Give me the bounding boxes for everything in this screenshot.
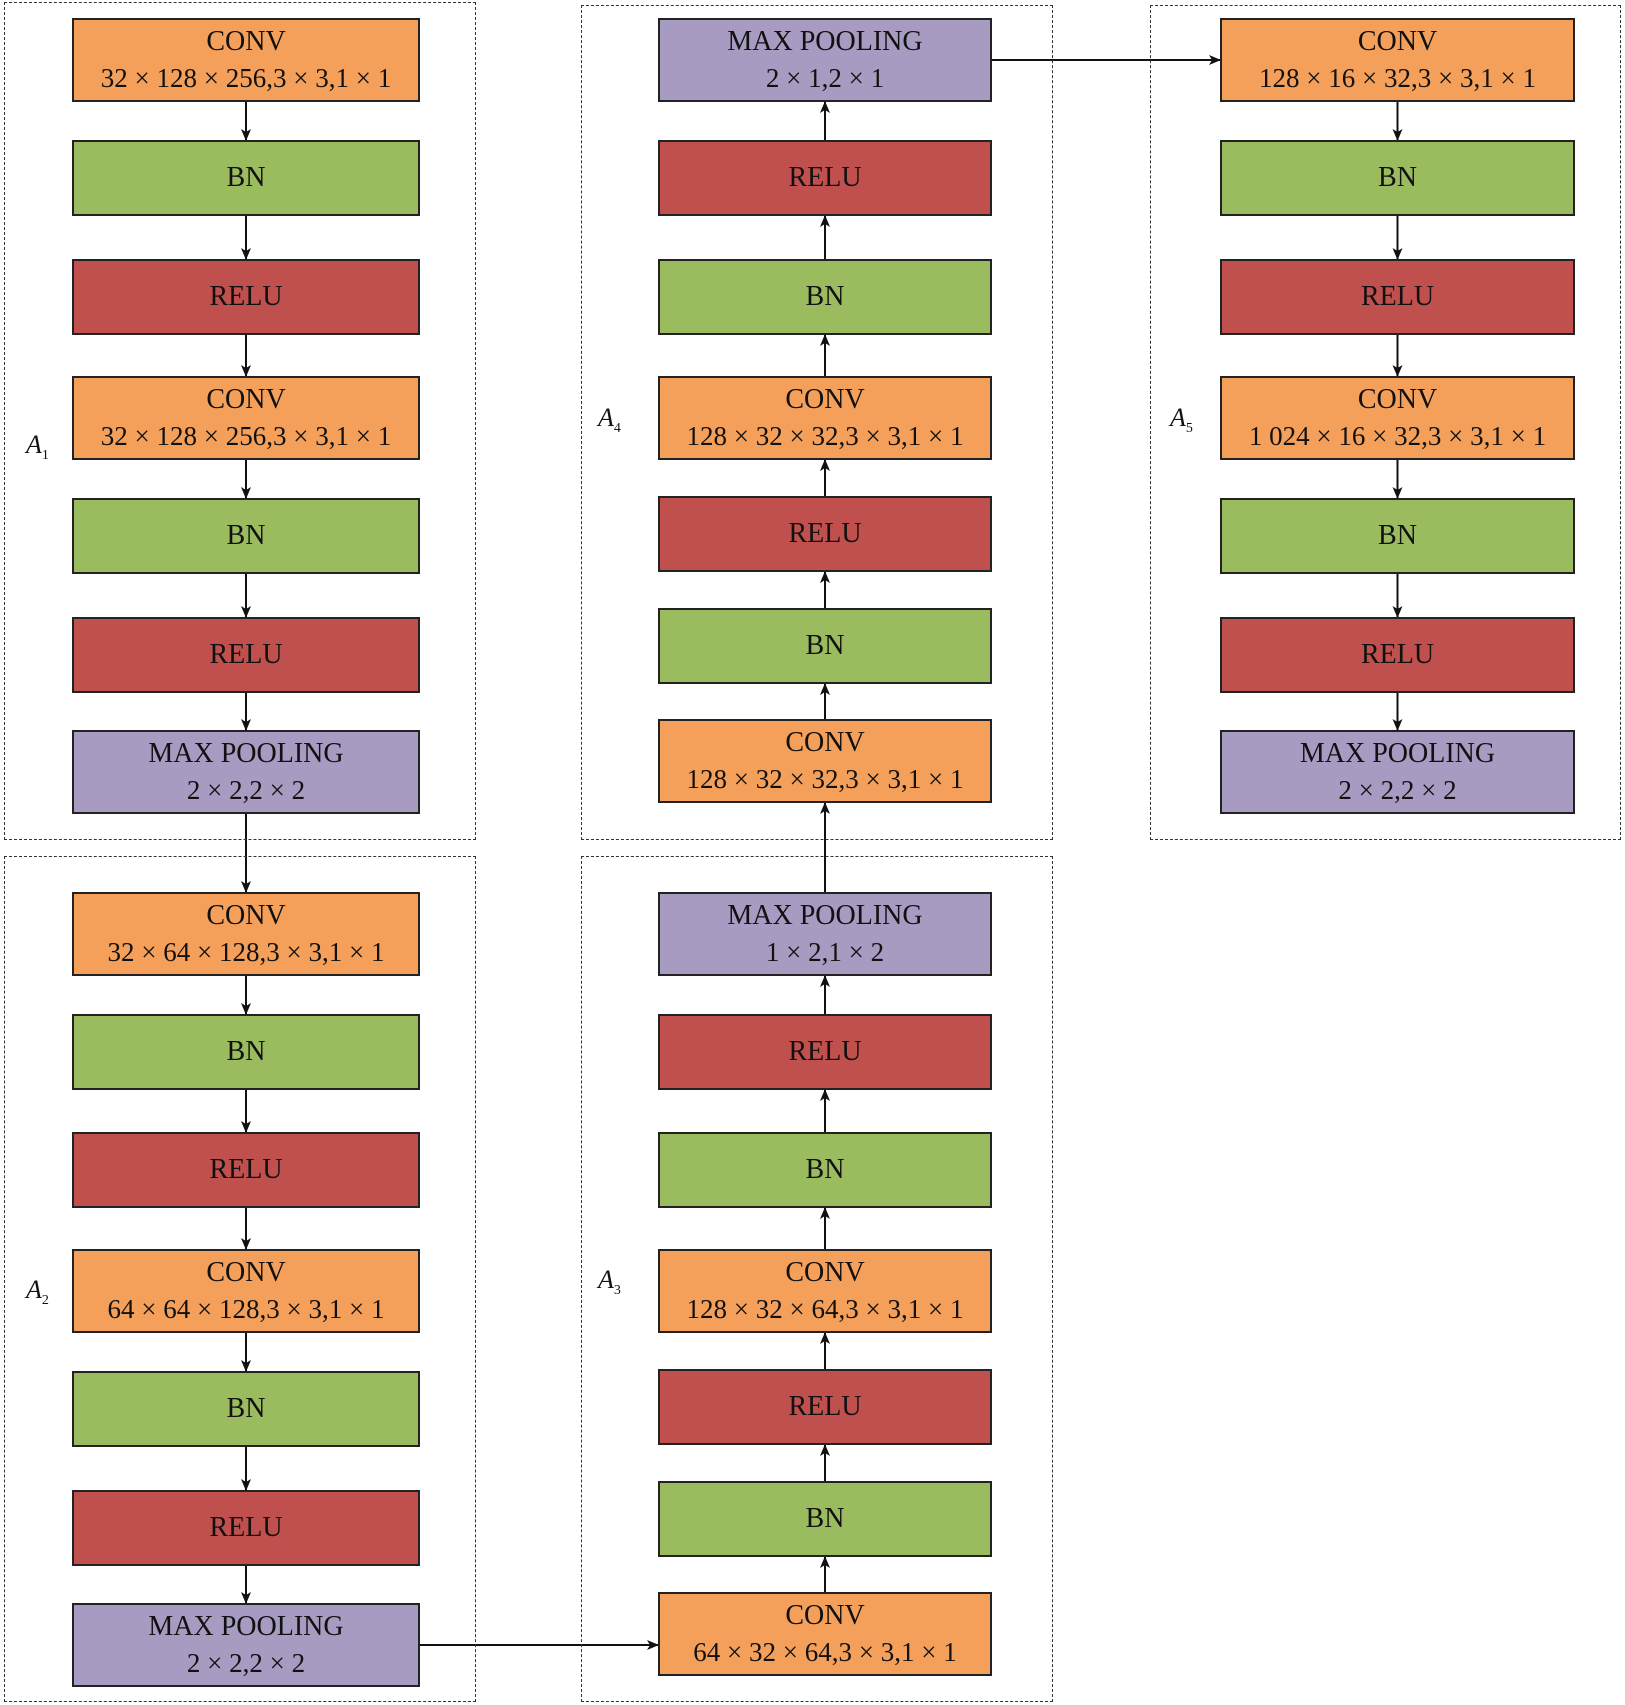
a1-relu-layer-1: RELU — [72, 259, 420, 335]
a5-relu-layer-1: RELU — [1220, 259, 1575, 335]
a2-bn-layer-1: BN — [72, 1014, 420, 1090]
block-a2 — [4, 856, 476, 1702]
a3-relu-layer-2: RELU — [658, 1014, 992, 1090]
a5-relu-layer-2: RELU — [1220, 617, 1575, 693]
a5-bn-layer-1: BN — [1220, 140, 1575, 216]
group-label-a1: A1 — [26, 430, 49, 464]
a1-bn-layer-1: BN — [72, 140, 420, 216]
a3-bn-layer-1: BN — [658, 1481, 992, 1557]
a3-bn-layer-2: BN — [658, 1132, 992, 1208]
a1-bn-layer-2: BN — [72, 498, 420, 574]
block-a4 — [581, 5, 1053, 840]
a4-relu-layer-2: RELU — [658, 140, 992, 216]
block-a5 — [1150, 5, 1621, 840]
a5-bn-layer-2: BN — [1220, 498, 1575, 574]
block-a3 — [581, 856, 1053, 1702]
block-a1 — [4, 2, 476, 840]
a1-relu-layer-2: RELU — [72, 617, 420, 693]
a2-relu-layer-2: RELU — [72, 1490, 420, 1566]
a3-relu-layer-1: RELU — [658, 1369, 992, 1445]
a2-relu-layer-1: RELU — [72, 1132, 420, 1208]
a4-bn-layer-2: BN — [658, 259, 992, 335]
group-label-a2: A2 — [26, 1275, 49, 1309]
group-label-a5: A5 — [1170, 403, 1193, 437]
a4-relu-layer-1: RELU — [658, 496, 992, 572]
group-label-a3: A3 — [598, 1265, 621, 1299]
a2-bn-layer-2: BN — [72, 1371, 420, 1447]
a4-bn-layer-1: BN — [658, 608, 992, 684]
group-label-a4: A4 — [598, 403, 621, 437]
